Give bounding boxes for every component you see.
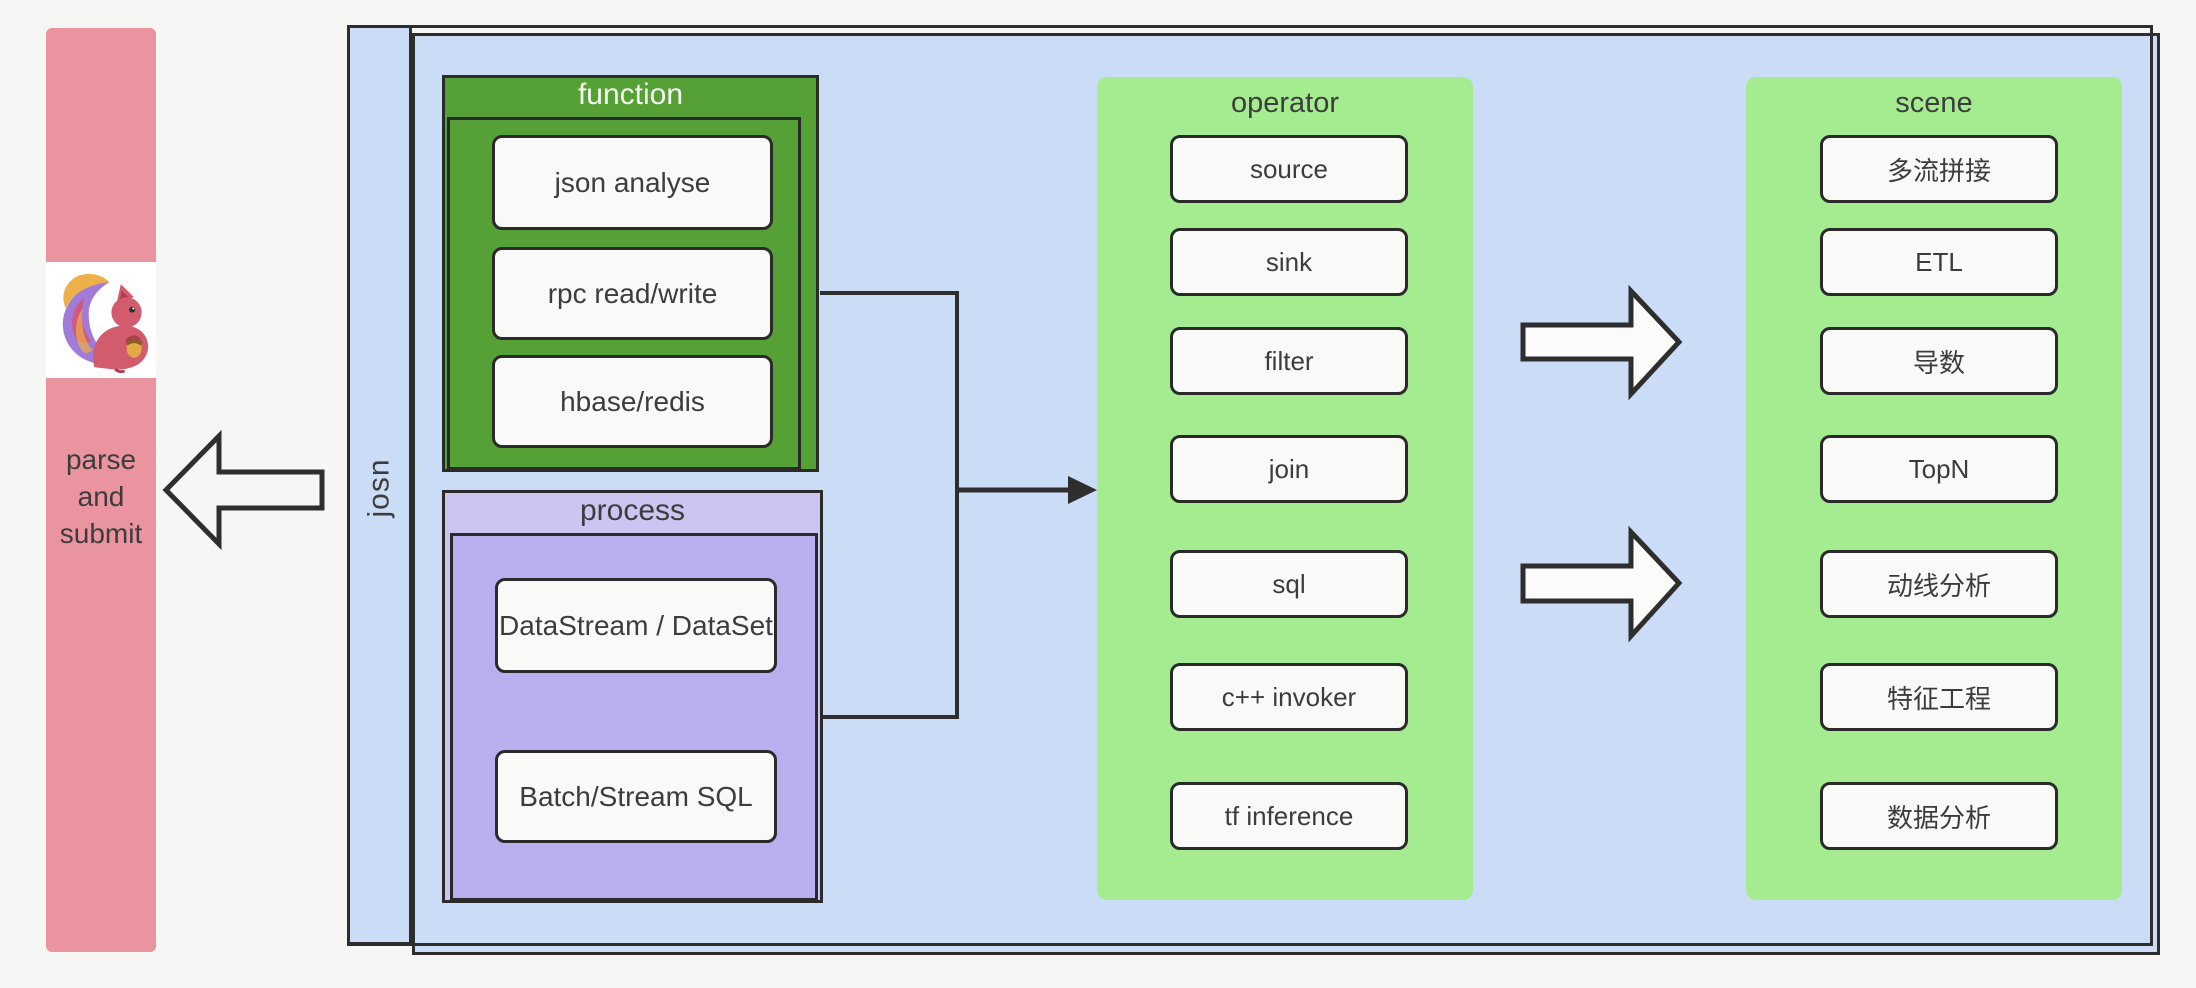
operator-node-cpp-invoker: c++ invoker [1170,663,1408,731]
outer-container-outline [347,25,2153,946]
client-sidebar [46,28,156,952]
function-node-json-analyse: json analyse [492,135,773,230]
scene-node-etl: ETL [1820,228,2058,296]
process-node-datastream-dataset: DataStream / DataSet [495,578,777,673]
scene-title: scene [1895,87,1973,119]
scene-node-topn: TopN [1820,435,2058,503]
process-node-batch-stream-sql: Batch/Stream SQL [495,750,777,843]
scene-node-path-analysis: 动线分析 [1820,550,2058,618]
function-node-hbase-redis: hbase/redis [492,355,773,448]
scene-node-feature-engineering: 特征工程 [1820,663,2058,731]
left-block-arrow-icon [162,429,325,551]
scene-node-multi-stream-join: 多流拼接 [1820,135,2058,203]
operator-node-sink: sink [1170,228,1408,296]
operator-node-sql: sql [1170,550,1408,618]
operator-node-join: join [1170,435,1408,503]
operator-title: operator [1230,87,1339,119]
parse-submit-label: parse and submit [59,444,143,549]
scene-node-daoshu: 导数 [1820,327,2058,395]
function-node-rpc-read-write: rpc read/write [492,247,773,340]
operator-node-filter: filter [1170,327,1408,395]
operator-node-source: source [1170,135,1408,203]
flink-logo-box [46,262,156,378]
scene-panel: scene 多流拼接 ETL 导数 TopN 动线分析 特征工程 数据分析 [1746,77,2122,900]
flink-squirrel-icon [62,273,149,374]
function-title: function [577,78,684,111]
scene-node-data-analysis: 数据分析 [1820,782,2058,850]
operator-panel: operator source sink filter join sql c++… [1097,77,1473,900]
operator-node-tf-inference: tf inference [1170,782,1408,850]
process-title: process [579,494,686,527]
